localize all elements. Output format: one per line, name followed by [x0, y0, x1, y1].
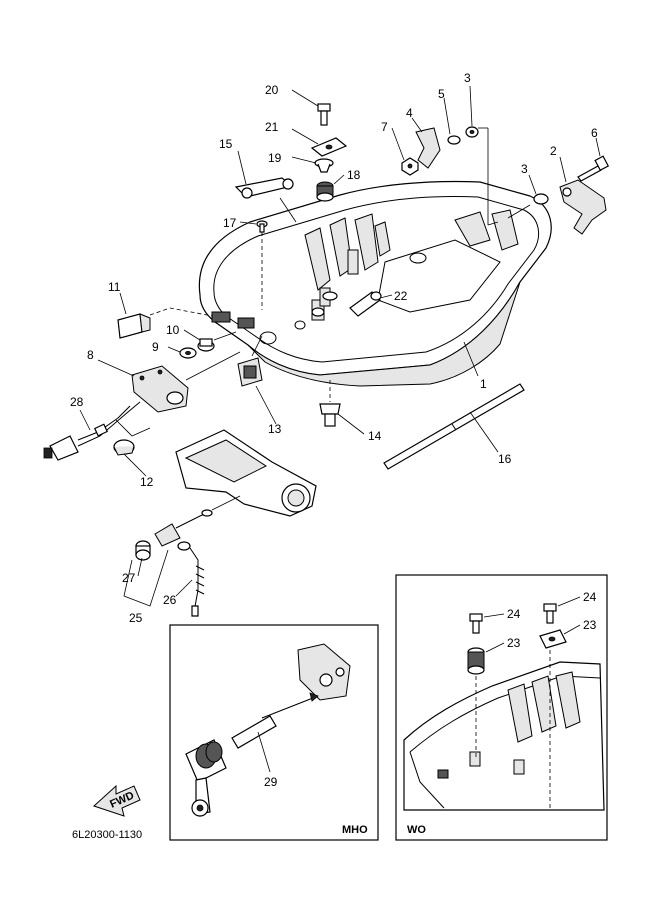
part-label-26: 26 [163, 593, 177, 607]
fitting-10 [197, 338, 215, 352]
inset-mho: 29 MHO [169, 624, 379, 841]
cap-12 [113, 439, 135, 456]
fitting-22 [349, 291, 382, 317]
part-label-29: 29 [264, 775, 278, 789]
cord-26 [177, 541, 205, 617]
part-label-12: 12 [140, 475, 154, 489]
fwd-arrow-icon: FWD [93, 784, 141, 817]
diagram-code: 6L20300-1130 [72, 829, 142, 841]
part-label-13: 13 [268, 422, 282, 436]
washer-3-lower [533, 193, 549, 205]
part-label-19: 19 [268, 151, 282, 165]
grommet-18 [316, 181, 334, 202]
collar-23a [467, 647, 485, 675]
bolt-20 [317, 103, 331, 126]
bolt-24b [543, 603, 557, 624]
inset-wo: 24 23 24 23 WO [395, 574, 608, 841]
part-label-2: 2 [550, 144, 557, 158]
part-label-23b: 23 [583, 618, 597, 632]
part-label-4: 4 [406, 106, 413, 120]
grommet-13 [237, 357, 263, 387]
inset-title-wo: WO [407, 824, 426, 836]
control-housing [175, 429, 317, 517]
part-label-28: 28 [70, 395, 84, 409]
part-label-23a: 23 [507, 636, 521, 650]
part-label-6: 6 [591, 126, 598, 140]
clamp-2 [559, 179, 607, 235]
part-label-17: 17 [223, 216, 237, 230]
part-label-14: 14 [368, 429, 382, 443]
part-label-9: 9 [152, 340, 159, 354]
nut-7 [401, 157, 419, 176]
part-label-16: 16 [498, 452, 512, 466]
part-label-18: 18 [347, 168, 361, 182]
switch-28 [43, 401, 141, 461]
washer-5 [447, 135, 461, 145]
part-label-27: 27 [122, 571, 136, 585]
part-label-3b: 3 [521, 162, 528, 176]
washer-19 [314, 158, 334, 173]
bolt-6 [577, 155, 610, 182]
part-label-7: 7 [381, 120, 388, 134]
part-label-25: 25 [129, 611, 143, 625]
part-label-5: 5 [438, 87, 445, 101]
switch-29 [185, 739, 227, 817]
part-label-3a: 3 [464, 71, 471, 85]
part-label-24b: 24 [583, 590, 597, 604]
rod-16 [383, 383, 525, 470]
plug-11 [117, 313, 151, 339]
bottom-cowling [198, 180, 552, 387]
bolt-24a [469, 613, 483, 634]
part-label-1: 1 [480, 377, 487, 391]
part-label-8: 8 [87, 348, 94, 362]
part-label-24a: 24 [507, 607, 521, 621]
inset-title-mho: MHO [342, 824, 368, 836]
part-label-15: 15 [219, 137, 233, 151]
part-label-21: 21 [265, 120, 279, 134]
cable-25 [154, 509, 213, 547]
part-labels: 1 2 3 3 4 5 6 7 8 9 10 11 12 13 14 15 16… [70, 71, 598, 625]
part-label-20: 20 [265, 83, 279, 97]
part-label-10: 10 [166, 323, 180, 337]
part-label-11: 11 [108, 280, 121, 294]
drain-14 [319, 403, 341, 427]
part-label-22: 22 [394, 289, 408, 303]
bracket-15 [234, 177, 294, 199]
cap-27 [135, 540, 151, 561]
plate-8 [131, 365, 189, 413]
bracket-4 [415, 127, 441, 169]
leader-lines [79, 85, 601, 597]
